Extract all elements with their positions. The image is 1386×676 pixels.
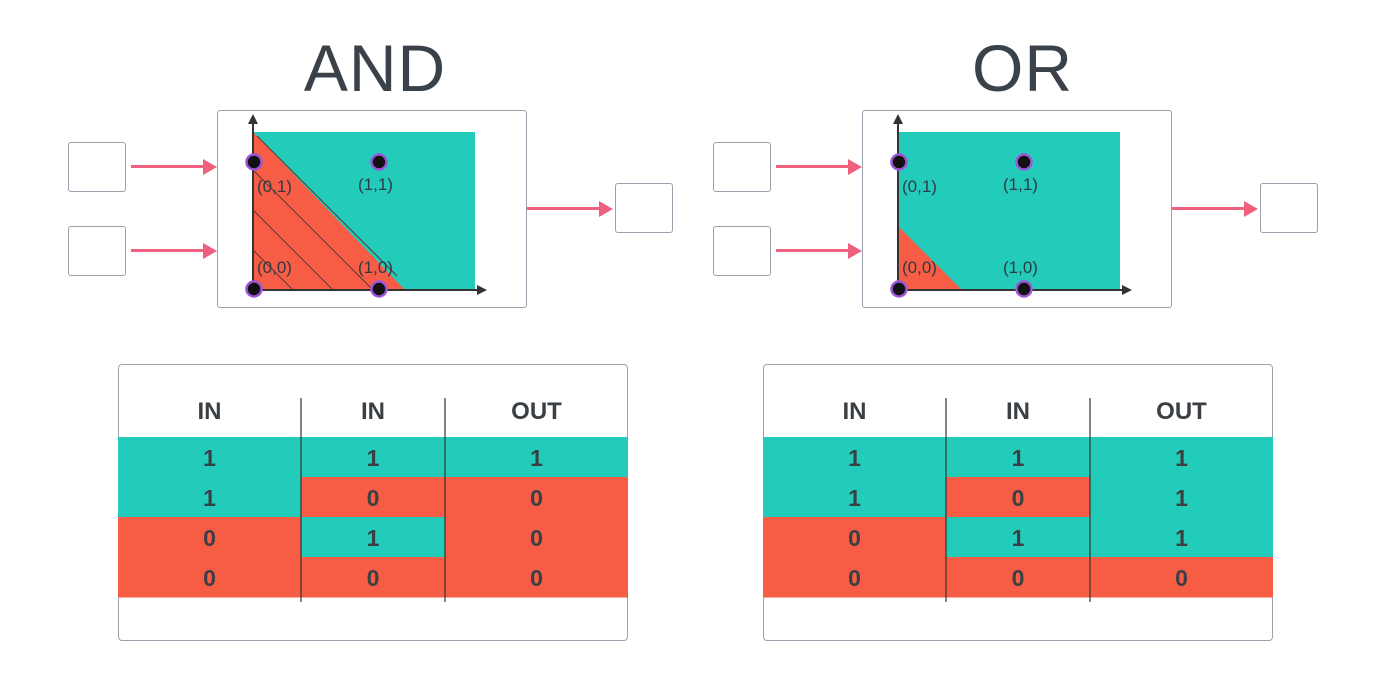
table-cell: 1 [1012, 445, 1025, 471]
table-cell-bg [763, 437, 947, 478]
table-cell-bg [1090, 477, 1273, 518]
table-cell: 1 [530, 445, 543, 471]
red-region [898, 226, 962, 290]
table-cell-bg [118, 557, 302, 598]
table-cell: 1 [1175, 525, 1188, 551]
table-cell-bg [763, 477, 947, 518]
output-arrow [1172, 200, 1258, 217]
table-cell: 1 [367, 525, 380, 551]
decision-plot: (0,1) (1,1) (0,0) (1,0) [245, 114, 487, 298]
input-box-1 [713, 142, 771, 192]
point-label-1-1: (1,1) [1003, 175, 1038, 194]
table-header-cell: IN [198, 398, 222, 425]
output-box [615, 183, 673, 233]
table-cell-bg [445, 437, 628, 478]
output-box [1260, 183, 1318, 233]
x-axis-arrowhead [1122, 285, 1132, 295]
table-cell: 0 [530, 525, 543, 551]
table-cell-bg [1090, 557, 1273, 598]
point-0-1 [245, 153, 263, 171]
point-1-0 [1015, 280, 1033, 298]
table-cell: 0 [530, 565, 543, 591]
output-arrow [527, 200, 613, 217]
input-arrow-2 [131, 242, 217, 259]
input-box-1 [68, 142, 126, 192]
table-cell: 0 [203, 565, 216, 591]
point-0-0 [245, 280, 263, 298]
table-cell: 0 [1012, 485, 1025, 511]
input-arrow-1 [776, 158, 862, 175]
table-header-cell: IN [1006, 398, 1030, 425]
table-cell: 1 [203, 445, 216, 471]
table-header-cell: OUT [511, 398, 562, 425]
table-cell: 0 [848, 525, 861, 551]
table-cell: 1 [1175, 485, 1188, 511]
table-cell-bg [301, 477, 446, 518]
y-axis-arrowhead [893, 114, 903, 124]
hatch-lines [252, 135, 398, 291]
input-arrow-2 [776, 242, 862, 259]
point-label-1-0: (1,0) [1003, 258, 1038, 277]
table-cell: 0 [530, 485, 543, 511]
or-gate-panel: OR (0,1) (1,1) (0,0) (1,0) IN IN OUT 1 1 1 1 0 1… [645, 0, 1338, 676]
input-box-2 [68, 226, 126, 276]
point-label-0-0: (0,0) [257, 258, 292, 277]
table-cell-bg [763, 557, 947, 598]
point-0-1 [890, 153, 908, 171]
table-cell-bg [1090, 517, 1273, 558]
point-label-1-0: (1,0) [358, 258, 393, 277]
table-cell-bg [946, 557, 1091, 598]
x-axis-arrowhead [477, 285, 487, 295]
table-cell: 1 [1175, 445, 1188, 471]
point-1-0 [370, 280, 388, 298]
gate-title: OR [972, 31, 1073, 105]
input-box-2 [713, 226, 771, 276]
table-cell: 1 [367, 445, 380, 471]
point-1-1 [1015, 153, 1033, 171]
table-cell-bg [946, 437, 1091, 478]
table-cell-bg [1090, 437, 1273, 478]
table-cell: 0 [203, 525, 216, 551]
decision-plot: (0,1) (1,1) (0,0) (1,0) [890, 114, 1132, 298]
table-header-cell: IN [361, 398, 385, 425]
y-axis-arrowhead [248, 114, 258, 124]
table-cell-bg [118, 437, 302, 478]
table-cell: 0 [367, 485, 380, 511]
table-cell-bg [445, 557, 628, 598]
table-header-cell: IN [843, 398, 867, 425]
point-label-0-0: (0,0) [902, 258, 937, 277]
table-cell: 1 [848, 485, 861, 511]
table-header-cell: OUT [1156, 398, 1207, 425]
table-cell: 1 [1012, 525, 1025, 551]
table-cell-bg [445, 477, 628, 518]
point-label-0-1: (0,1) [257, 177, 292, 196]
table-cell-bg [445, 517, 628, 558]
table-cell-bg [763, 517, 947, 558]
truth-table: IN IN OUT 1 1 1 1 0 1 0 1 1 0 0 0 [763, 398, 1273, 602]
point-0-0 [890, 280, 908, 298]
and-gate-panel: AND (0,1) (1,1) (0,0) (1,0) IN IN OUT 1 1 1 1 0… [68, 31, 673, 641]
table-cell: 1 [203, 485, 216, 511]
table-cell-bg [118, 477, 302, 518]
table-cell: 0 [1175, 565, 1188, 591]
table-cell-bg [301, 437, 446, 478]
table-cell-bg [118, 517, 302, 558]
point-1-1 [370, 153, 388, 171]
table-cell-bg [301, 557, 446, 598]
gate-title: AND [303, 31, 447, 105]
table-cell-bg [301, 517, 446, 558]
table-cell-bg [946, 477, 1091, 518]
red-region [253, 132, 405, 290]
table-cell: 0 [367, 565, 380, 591]
input-arrow-1 [131, 158, 217, 175]
point-label-0-1: (0,1) [902, 177, 937, 196]
table-cell-bg [946, 517, 1091, 558]
truth-table: IN IN OUT 1 1 1 1 0 0 0 1 0 0 0 0 [118, 398, 628, 602]
point-label-1-1: (1,1) [358, 175, 393, 194]
table-cell: 1 [848, 445, 861, 471]
table-cell: 0 [848, 565, 861, 591]
table-cell: 0 [1012, 565, 1025, 591]
